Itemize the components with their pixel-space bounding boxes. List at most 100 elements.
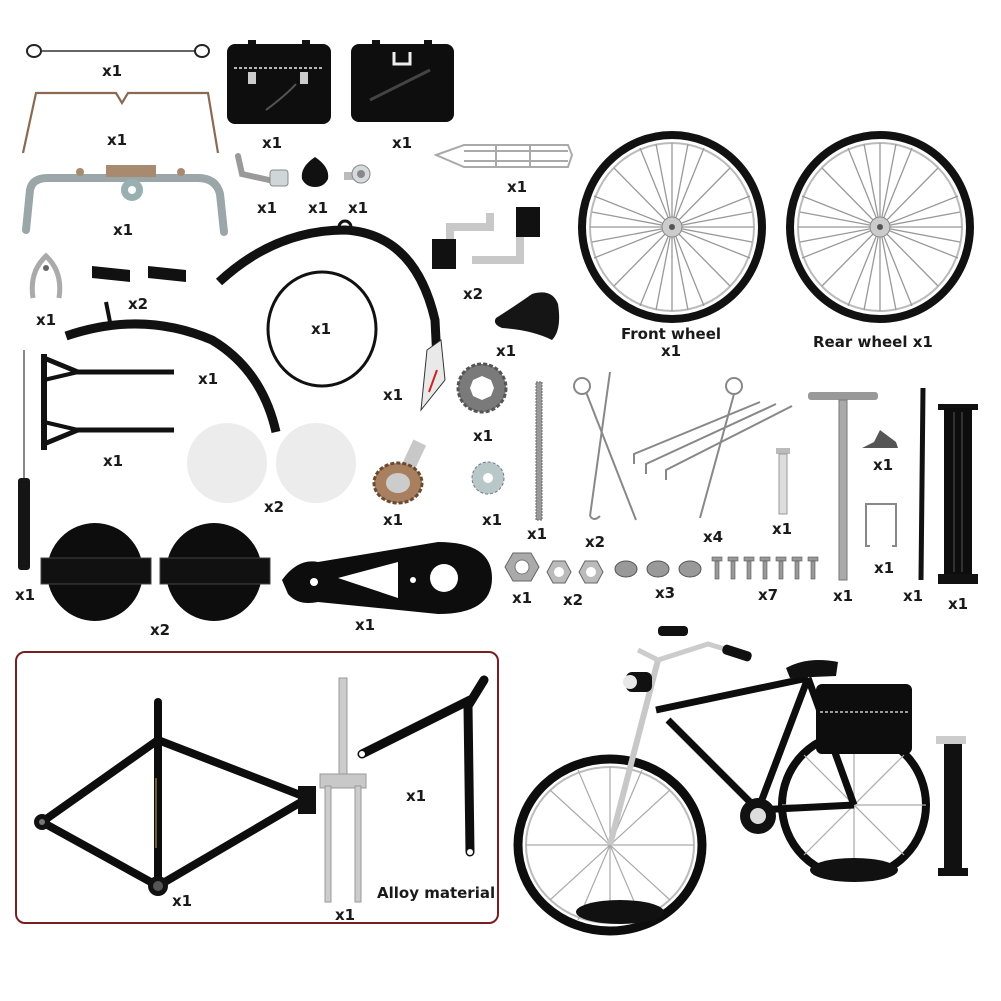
pump-icon (938, 404, 978, 584)
rear-wheel-label: Rear wheel x1 (813, 333, 933, 351)
qty-label: x1 (833, 587, 854, 605)
qty-label: x1 (527, 525, 548, 543)
black-rod (915, 386, 927, 582)
qty-label: x1 (512, 589, 533, 607)
qty-label: x2 (563, 591, 584, 609)
rear-rack (433, 137, 574, 175)
screw-icon (614, 560, 702, 578)
fork-icon (319, 677, 367, 903)
ring-icon (266, 270, 378, 388)
small-screws (710, 556, 822, 581)
loop-bracket-icon (865, 503, 897, 547)
qty-label: x1 (496, 342, 517, 360)
reflector-discs (186, 422, 358, 504)
qty-label: x1 (383, 386, 404, 404)
saddle (492, 290, 562, 342)
rack-icon (433, 144, 574, 168)
rear-stand (38, 350, 178, 454)
threaded-rod-icon (535, 381, 543, 521)
qty-label: x7 (758, 586, 779, 604)
qty-label: x1 (262, 134, 283, 152)
sprocket (456, 362, 508, 414)
qty-label: x1 (198, 370, 219, 388)
saddlebag-front (226, 40, 332, 126)
arm-icon (357, 675, 489, 857)
brake-clamp (27, 252, 65, 302)
qty-label: x1 (113, 221, 134, 239)
qty-label: x2 (463, 285, 484, 303)
base-plate-icon (40, 523, 271, 621)
assembled-bicycle-icon (513, 626, 968, 936)
qty-label: x2 (150, 621, 171, 639)
clip-icon (862, 430, 898, 448)
brake-pad-icon (92, 266, 186, 282)
wheel-icon (578, 131, 766, 323)
clip (860, 428, 900, 452)
base-plates (40, 522, 271, 622)
qty-label: x3 (655, 584, 676, 602)
front-wheel (578, 131, 766, 323)
qty-label: x1 (948, 595, 969, 613)
chain-guard-icon (282, 542, 492, 614)
qty-label: x1 (15, 586, 36, 604)
seat-post (806, 390, 880, 582)
axle-spring (534, 381, 544, 521)
screwdriver (15, 350, 33, 572)
qty-label: x1 (473, 427, 494, 445)
wheel-icon (786, 131, 974, 323)
fork (318, 677, 368, 904)
frame-parts-box (15, 651, 499, 924)
washer-icon (471, 461, 505, 495)
qty-label: x1 (107, 131, 128, 149)
bell-cap-icon (301, 157, 329, 187)
clamp-icon (29, 252, 63, 299)
qty-label: x1 (406, 787, 427, 805)
rack-wires (630, 376, 795, 521)
qty-label: x2 (585, 533, 606, 551)
brake-pads (90, 262, 188, 284)
nut-bolt (342, 160, 372, 188)
front-fender (62, 300, 284, 436)
qty-label: x2 (128, 295, 149, 313)
rear-fender (215, 219, 455, 415)
saddlebag-icon (227, 40, 331, 124)
hub-gear (370, 437, 440, 507)
qty-label: x1 (103, 452, 124, 470)
stand-icon (41, 354, 174, 450)
bike-frame (22, 698, 318, 898)
qty-label: x1 (102, 62, 123, 80)
chain-guard (278, 540, 494, 616)
qty-label: x1 (772, 520, 793, 538)
material-label: Alloy material (377, 884, 496, 902)
qty-label: x1 (392, 134, 413, 152)
qty-label: x1 (311, 320, 332, 338)
kickstand-lever (234, 152, 292, 192)
qty-label: x1 (36, 311, 57, 329)
bell-cap (298, 155, 332, 189)
saddlebag-back (350, 40, 455, 124)
rear-rack-stay (20, 87, 220, 157)
hex-nut-icon (504, 552, 540, 582)
screwdriver-icon (18, 350, 30, 570)
front-rack-arm (352, 675, 490, 860)
qty-label: x1 (355, 616, 376, 634)
qty-label: x1 (308, 199, 329, 217)
qty-label: x1 (874, 559, 895, 577)
large-nut (504, 552, 540, 582)
t-post-icon (808, 392, 878, 581)
rear-wheel (786, 131, 974, 323)
wire-rod-icon (26, 44, 210, 58)
pedal-crank-icon (432, 207, 540, 269)
lever-icon (235, 153, 289, 187)
qty-label: x4 (703, 528, 724, 546)
small-nuts (546, 560, 604, 584)
qty-label: x2 (264, 498, 285, 516)
disc-icon (187, 423, 356, 503)
brake-rod (25, 40, 210, 62)
qty-label: x1 (257, 199, 278, 217)
chain-ring (265, 268, 380, 390)
qty-label: x1 (873, 456, 894, 474)
saddle-icon (494, 292, 560, 340)
round-screws (614, 558, 704, 580)
bike-frame-icon (34, 698, 316, 896)
